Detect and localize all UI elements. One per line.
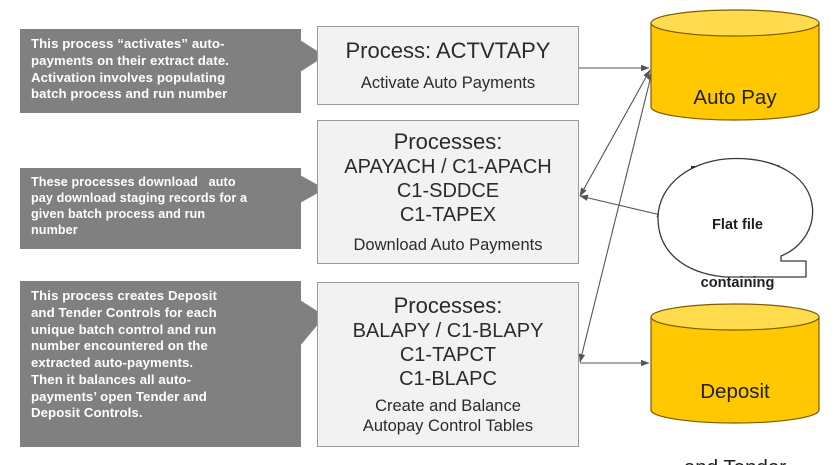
process-title: Processes: bbox=[393, 292, 503, 318]
callout-line: unique batch control and run bbox=[31, 321, 217, 337]
callout-balance-note: This process creates Deposit and Tender … bbox=[20, 281, 301, 447]
process-code: BALAPY / C1-BLAPY bbox=[352, 319, 544, 342]
cylinder-shape bbox=[650, 303, 820, 424]
callout-line: Deposit Controls. bbox=[31, 405, 143, 421]
datastore-deposit-and-tender-controls[interactable]: Deposit and Tender Controls bbox=[650, 303, 820, 465]
callout-line: These processes download auto bbox=[31, 175, 236, 189]
process-code: APAYACH / C1-APACH bbox=[344, 155, 552, 178]
callout-line: given batch process and run bbox=[31, 206, 206, 221]
callout-line: payments’ open Tender and bbox=[31, 388, 207, 404]
process-box-balance[interactable]: Processes: BALAPY / C1-BLAPY C1-TAPCT C1… bbox=[317, 282, 579, 447]
datastore-label-line: Flat file bbox=[711, 216, 764, 233]
process-subtitle: Download Auto Payments bbox=[353, 235, 543, 254]
callout-line: batch process and run number bbox=[31, 86, 228, 102]
callout-line: This process “activates” auto- bbox=[31, 36, 225, 51]
datastore-flat-file[interactable]: Flat file containing auto payments bbox=[655, 157, 820, 407]
flat-file-shape bbox=[657, 157, 814, 278]
process-title: Process: ACTVTAPY bbox=[345, 37, 551, 63]
callout-activate-note: This process “activates” auto- payments … bbox=[20, 29, 301, 113]
callout-download-note: These processes download auto pay downlo… bbox=[20, 168, 301, 249]
callout-line: Activation involves populating bbox=[31, 69, 226, 85]
process-box-activate[interactable]: Process: ACTVTAPY Activate Auto Payments bbox=[317, 26, 579, 105]
connector-download-to-staging bbox=[579, 69, 651, 197]
datastore-label-line: containing bbox=[700, 275, 775, 292]
callout-line: pay download staging records for a bbox=[31, 190, 248, 205]
process-title: Processes: bbox=[393, 128, 503, 154]
callout-line: Then it balances all auto- bbox=[31, 371, 192, 387]
callout-line: This process creates Deposit bbox=[31, 288, 218, 303]
callout-line: payments on their extract date. bbox=[31, 52, 230, 68]
process-subtitle: Autopay Control Tables bbox=[362, 416, 534, 435]
callout-line: extracted auto-payments. bbox=[31, 355, 194, 371]
datastore-label-line: and Tender bbox=[650, 455, 820, 465]
cylinder-shape bbox=[650, 9, 820, 121]
process-code: C1-TAPEX bbox=[399, 203, 497, 226]
datastore-auto-pay-download-staging[interactable]: Auto Pay Download Staging bbox=[650, 9, 820, 261]
process-subtitle: Create and Balance bbox=[375, 396, 521, 415]
callout-line: number encountered on the bbox=[31, 338, 208, 354]
connector-download-to-flatfile bbox=[579, 194, 666, 218]
callout-line: and Tender Controls for each bbox=[31, 304, 217, 320]
process-code: C1-SDDCE bbox=[396, 179, 500, 202]
process-code: C1-BLAPC bbox=[399, 367, 497, 390]
connector-balance-to-staging bbox=[578, 71, 654, 363]
process-subtitle: Activate Auto Payments bbox=[360, 73, 536, 92]
callout-line: number bbox=[31, 222, 78, 237]
process-code: C1-TAPCT bbox=[399, 343, 497, 366]
process-box-download[interactable]: Processes: APAYACH / C1-APACH C1-SDDCE C… bbox=[317, 120, 579, 264]
